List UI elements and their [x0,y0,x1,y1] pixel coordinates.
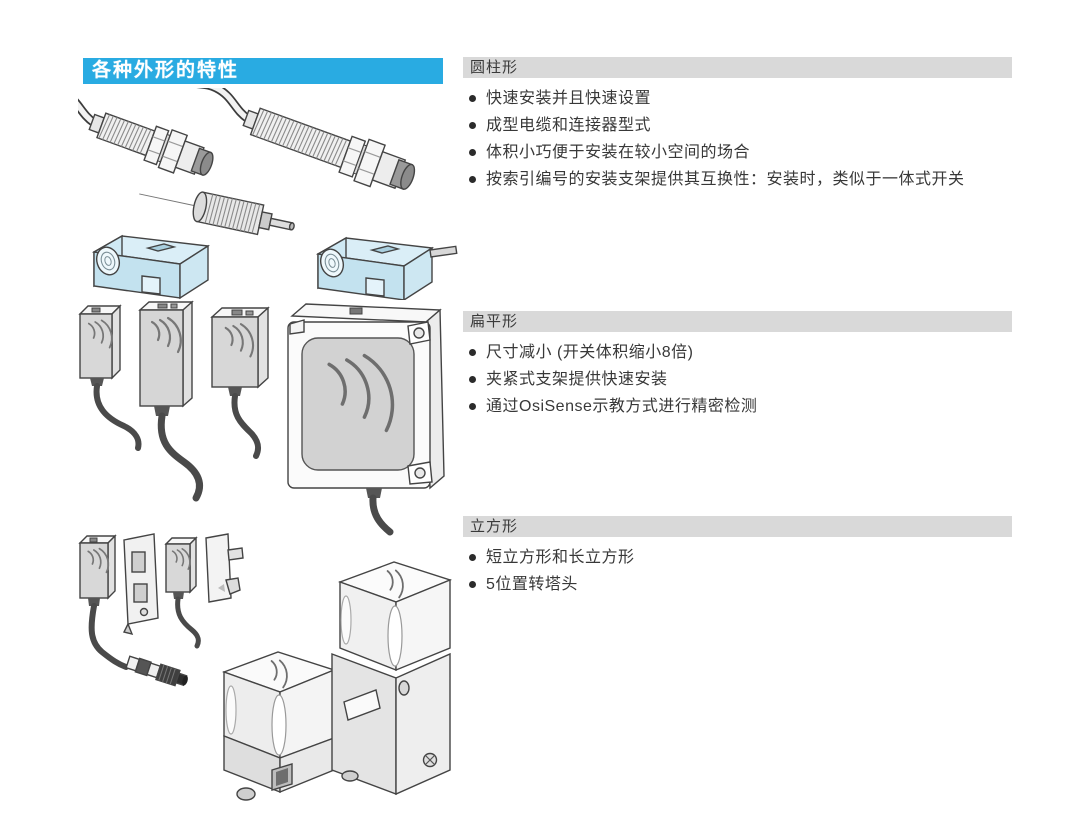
bullet-item: 短立方形和长立方形 [463,544,1012,571]
bullet-item: 体积小巧便于安装在较小空间的场合 [463,139,1012,166]
mounting-clip [205,533,244,603]
section-header-cylindrical: 圆柱形 [463,57,1012,78]
mounting-plate [122,533,159,636]
bullet-list: 尺寸减小 (开关体积缩小8倍) 夹紧式支架提供快速安装 通过OsiSense示教… [463,339,1012,420]
bullet-item: 通过OsiSense示教方式进行精密检测 [463,393,1012,420]
cylindrical-sensors-illustration [78,88,458,300]
cylindrical-sensor-long [179,88,416,190]
flat-sensor-small-2 [138,300,203,502]
bullet-item: 快速安装并且快速设置 [463,85,1012,112]
large-flat-square-sensor [287,303,445,536]
bullet-item: 按索引编号的安装支架提供其互换性：安装时，类似于一体式开关 [463,166,1012,193]
long-cube-sensor [331,561,453,796]
m12-connector-plug [125,655,188,687]
section-header-cubic: 立方形 [463,516,1012,537]
section-cylindrical: 圆柱形 快速安装并且快速设置 成型电缆和连接器型式 体积小巧便于安装在较小空间的… [463,57,1012,193]
cubic-sensors-illustration [78,533,453,801]
bullet-item: 5位置转塔头 [463,571,1012,598]
cylindrical-sensor-short [78,88,214,176]
section-header-flat: 扁平形 [463,311,1012,332]
sensor-pin [429,245,458,258]
flat-sensor-small-1 [78,304,142,451]
flat-sensor-small-3 [210,306,270,459]
section-flat: 扁平形 尺寸减小 (开关体积缩小8倍) 夹紧式支架提供快速安装 通过OsiSen… [463,311,1012,420]
threaded-barrel [139,191,295,236]
bullet-item: 尺寸减小 (开关体积缩小8倍) [463,339,1012,366]
flat-sensors-illustration [78,300,445,536]
section-cubic: 立方形 短立方形和长立方形 5位置转塔头 [463,516,1012,598]
page-title: 各种外形的特性 [83,58,443,84]
small-sensor-with-connector-cable [78,534,188,687]
bullet-item: 夹紧式支架提供快速安装 [463,366,1012,393]
bullet-item: 成型电缆和连接器型式 [463,112,1012,139]
blue-mounting-block [91,234,211,300]
small-sensor-with-cable [164,536,201,649]
short-cube-sensor [221,651,337,801]
bullet-list: 短立方形和长立方形 5位置转塔头 [463,544,1012,598]
bullet-list: 快速安装并且快速设置 成型电缆和连接器型式 体积小巧便于安装在较小空间的场合 按… [463,85,1012,193]
